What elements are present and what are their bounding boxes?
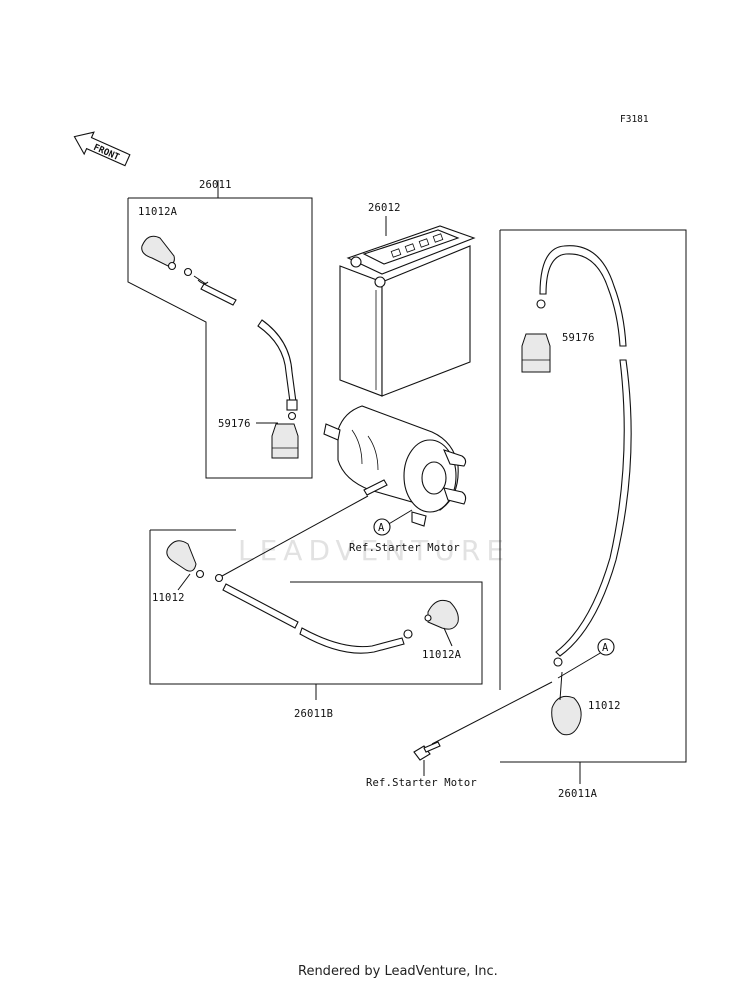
assembly-26011B: 11012 11012A 26011B xyxy=(149,529,483,720)
starter-motor xyxy=(323,405,467,527)
label-ref-starter-motor-center: Ref.Starter Motor xyxy=(349,542,460,554)
label-11012-right: 11012 xyxy=(588,700,621,712)
rubber-boot-icon xyxy=(521,333,551,373)
terminal-cap-icon xyxy=(141,235,177,271)
label-59176-left: 59176 xyxy=(218,418,251,430)
label-26011: 26011 xyxy=(199,179,232,191)
label-ref-starter-motor-bottom: Ref.Starter Motor xyxy=(366,777,477,789)
rubber-boot-icon xyxy=(271,423,299,459)
assembly-26011: 26011 11012A 59176 xyxy=(127,179,313,479)
assembly-26011A: 59176 11012 26011A xyxy=(499,229,687,800)
label-26011A: 26011A xyxy=(558,788,598,800)
footer-credit: Rendered by LeadVenture, Inc. xyxy=(298,964,498,979)
label-26011B: 26011B xyxy=(294,708,333,720)
label-26012: 26012 xyxy=(368,202,401,214)
terminal-bolt-icon xyxy=(413,741,441,761)
callout-a-center: A xyxy=(378,522,385,534)
front-arrow-icon: FRONT xyxy=(73,131,131,167)
label-11012A-top: 11012A xyxy=(138,206,178,218)
terminal-cap-icon xyxy=(424,599,459,630)
diagram-code: F3181 xyxy=(620,114,649,125)
label-11012A-bottom: 11012A xyxy=(422,649,462,661)
callout-marker-a-right xyxy=(597,638,615,656)
callout-marker-a-center xyxy=(373,518,391,536)
label-11012-left: 11012 xyxy=(152,592,185,604)
callout-a-right: A xyxy=(602,642,609,654)
watermark: LEADVENTURE xyxy=(238,534,510,567)
terminal-cap-icon xyxy=(166,540,205,579)
battery: 26012 xyxy=(339,202,476,397)
terminal-cap-icon xyxy=(551,695,582,736)
label-59176-right: 59176 xyxy=(562,332,595,344)
